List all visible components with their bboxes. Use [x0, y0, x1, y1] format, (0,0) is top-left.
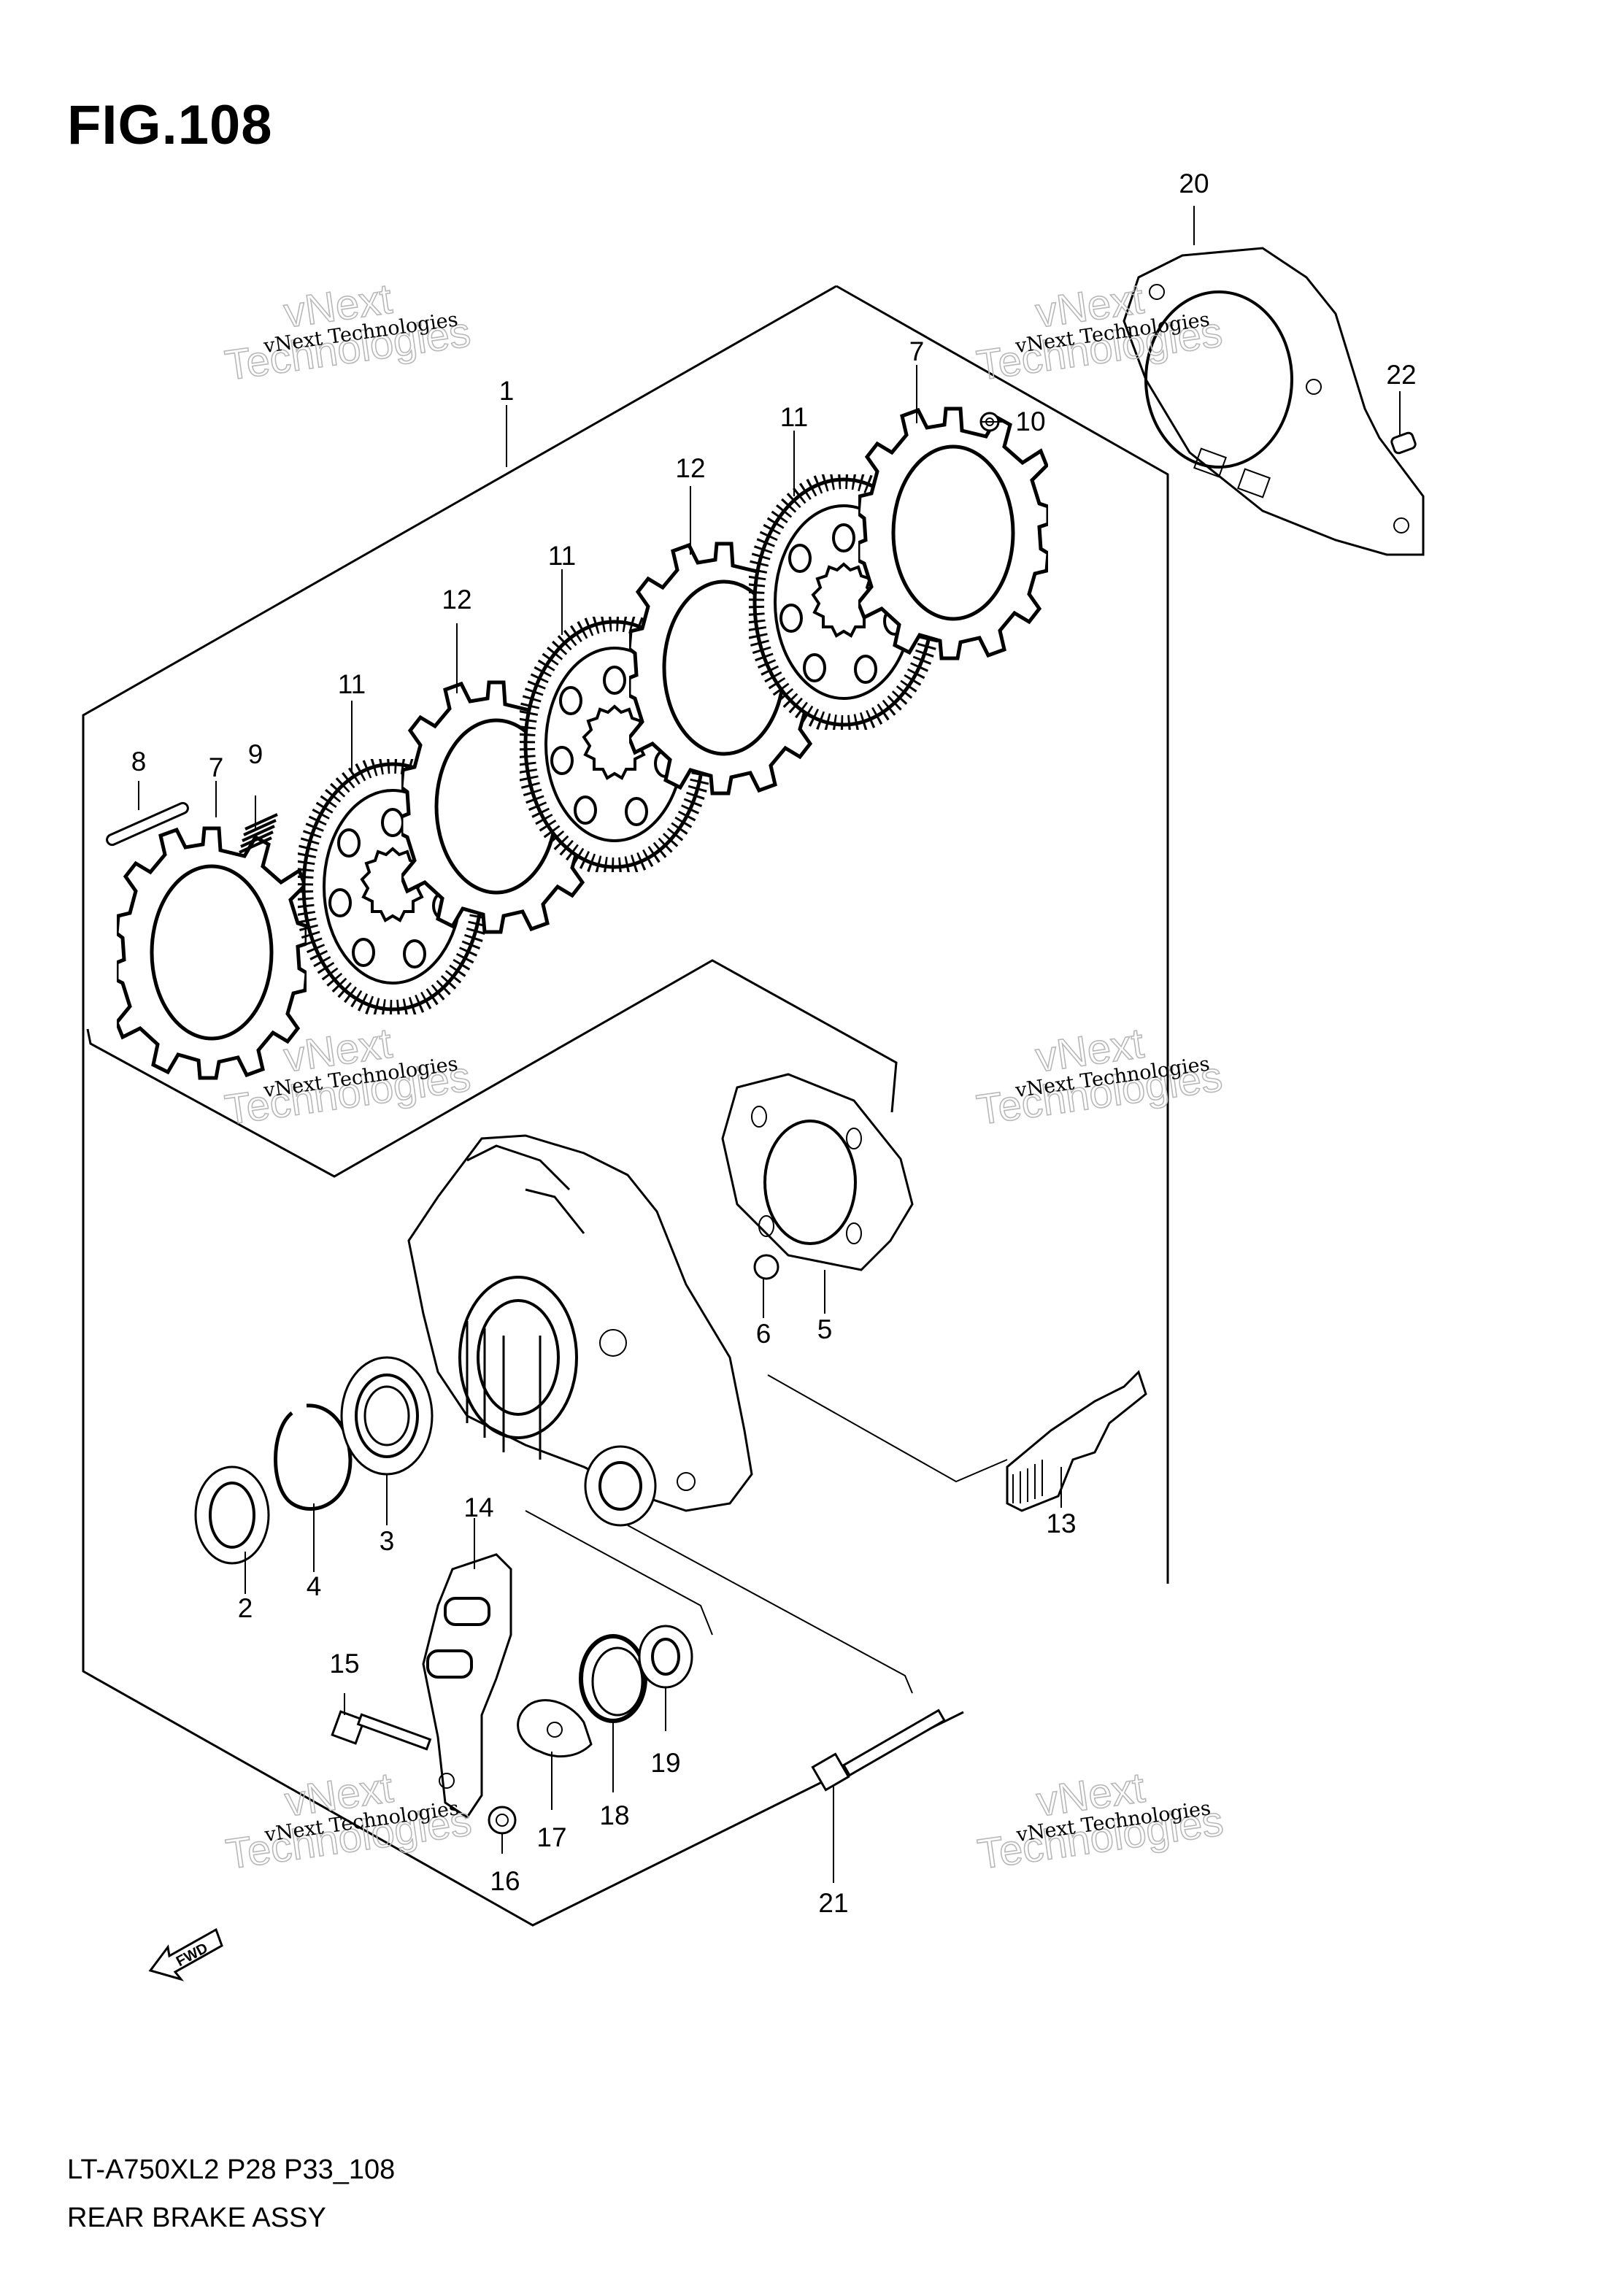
plate-17 — [517, 1699, 593, 1758]
footer-caption: REAR BRAKE ASSY — [67, 2203, 326, 2233]
callout-8: 8 — [131, 747, 147, 777]
part-callouts: 1 2 3 4 5 6 7 7 8 9 10 11 11 11 12 12 13… — [131, 169, 1417, 1918]
oil-seal-2 — [194, 1465, 270, 1565]
callout-17: 17 — [536, 1822, 566, 1852]
connector-lines — [525, 1374, 1008, 1694]
callout-1: 1 — [499, 376, 515, 406]
callout-13: 13 — [1046, 1509, 1076, 1538]
brake-arm-14 — [422, 1553, 512, 1819]
spring-18 — [579, 1634, 647, 1723]
circlip-4 — [274, 1403, 353, 1511]
spring-9 — [239, 813, 278, 854]
callout-4: 4 — [307, 1571, 322, 1601]
callout-19: 19 — [650, 1748, 680, 1778]
callout-15: 15 — [329, 1649, 359, 1679]
callout-18: 18 — [599, 1800, 629, 1830]
callout-5: 5 — [817, 1314, 833, 1344]
leader-lines — [138, 206, 1401, 1883]
brake-plate-7-left — [117, 828, 307, 1078]
assembly-outline — [82, 285, 1169, 1927]
callout-7-right: 7 — [909, 336, 925, 366]
callout-12-right: 12 — [675, 453, 705, 483]
callout-7-left: 7 — [209, 752, 224, 782]
nut-16 — [488, 1806, 517, 1835]
callout-3: 3 — [380, 1526, 395, 1556]
watermark-mid-right: vNext Technologies vNext Technologies — [973, 1019, 1225, 1135]
callout-22: 22 — [1386, 360, 1416, 390]
callout-20: 20 — [1179, 169, 1209, 199]
footer-model-code: LT-A750XL2 P28 P33_108 — [67, 2154, 396, 2185]
callout-11-right: 11 — [780, 402, 808, 432]
bearing-3 — [340, 1356, 434, 1476]
callout-9: 9 — [248, 739, 263, 769]
cam-shaft-13 — [1006, 1370, 1147, 1512]
brake-cam-plate-5 — [721, 1073, 914, 1271]
gasket-20 — [1123, 247, 1425, 556]
callout-21: 21 — [818, 1888, 848, 1918]
callout-12-left: 12 — [442, 585, 471, 615]
callout-6: 6 — [756, 1319, 771, 1349]
pin-8 — [106, 801, 189, 847]
steel-ball-6 — [753, 1254, 779, 1280]
callout-14: 14 — [463, 1492, 493, 1522]
fwd-arrow-icon: FWD — [148, 1927, 223, 1981]
bolt-21 — [811, 1708, 947, 1792]
watermark-bottom-left: vNext Technologies vNext Technologies — [223, 1763, 475, 1879]
callout-2: 2 — [238, 1593, 253, 1623]
watermark-top-left: vNext Technologies vNext Technologies — [221, 274, 474, 390]
watermark-bottom-right: vNext Technologies vNext Technologies — [974, 1763, 1227, 1879]
figure-title: FIG.108 — [67, 94, 273, 156]
callout-10: 10 — [1015, 407, 1045, 436]
callout-16: 16 — [490, 1866, 520, 1896]
callout-11-left: 11 — [338, 669, 366, 699]
dowel-pin-22 — [1390, 431, 1417, 455]
bolt-15 — [331, 1710, 432, 1751]
callout-11-middle: 11 — [548, 541, 576, 571]
washer-19 — [638, 1625, 693, 1689]
brake-housing — [407, 1134, 753, 1527]
